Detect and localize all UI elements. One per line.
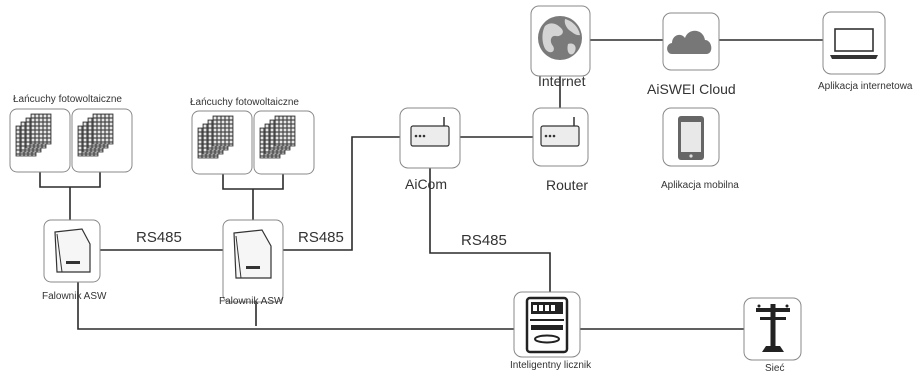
mobile-app-label: Aplikacja mobilna [661,180,739,191]
line-pv2-to-inverter2 [222,174,284,220]
line-rs485-inverter2-aicom [283,136,400,251]
rs485-label-2: RS485 [298,229,344,246]
aicom-device [399,107,461,169]
inverter-2 [222,219,284,303]
cloud-label: AiSWEI Cloud [647,81,736,97]
connection-lines [39,39,823,330]
rs485-label-1: RS485 [136,229,182,246]
mobile-app-node [662,107,720,167]
inverter-1-label: Falownik ASW [42,291,107,302]
laptop-icon [830,28,878,59]
inverter-1 [43,219,101,283]
web-app-node [822,11,886,75]
pv-group-1-label: Łańcuchy fotowoltaiczne [13,94,122,105]
inverter-2-label: Falownik ASW [219,296,284,307]
router-icon [410,117,450,147]
internet-label: Internet [538,73,586,89]
line-pv1-to-inverter1 [39,172,101,220]
line-aicom-meter [429,168,551,292]
pv-group-2-label: Łańcuchy fotowoltaiczne [190,97,299,108]
rs485-label-3: RS485 [461,232,507,249]
smartphone-icon [678,116,704,160]
aicom-label: AiCom [405,176,448,192]
pv-string-group-1 [9,108,133,173]
internet-node [530,5,591,77]
smart-meter-node [513,291,581,358]
pv-string-group-2 [191,110,315,175]
web-app-label: Aplikacja internetowa [818,81,913,92]
grid-label: Sieć [765,363,785,374]
inverter-icon [233,229,272,279]
router-device [532,107,589,167]
globe-icon [538,16,582,60]
smart-meter-icon [525,296,569,354]
grid-node [743,297,802,361]
cloud-node [662,12,720,71]
router-label: Router [546,177,589,193]
router-icon [540,117,580,147]
power-pole-icon [756,304,790,352]
cloud-icon [667,30,712,54]
inverter-icon [54,228,91,273]
smart-meter-label: Inteligentny licznik [510,360,592,371]
line-ac-bus [77,282,744,330]
